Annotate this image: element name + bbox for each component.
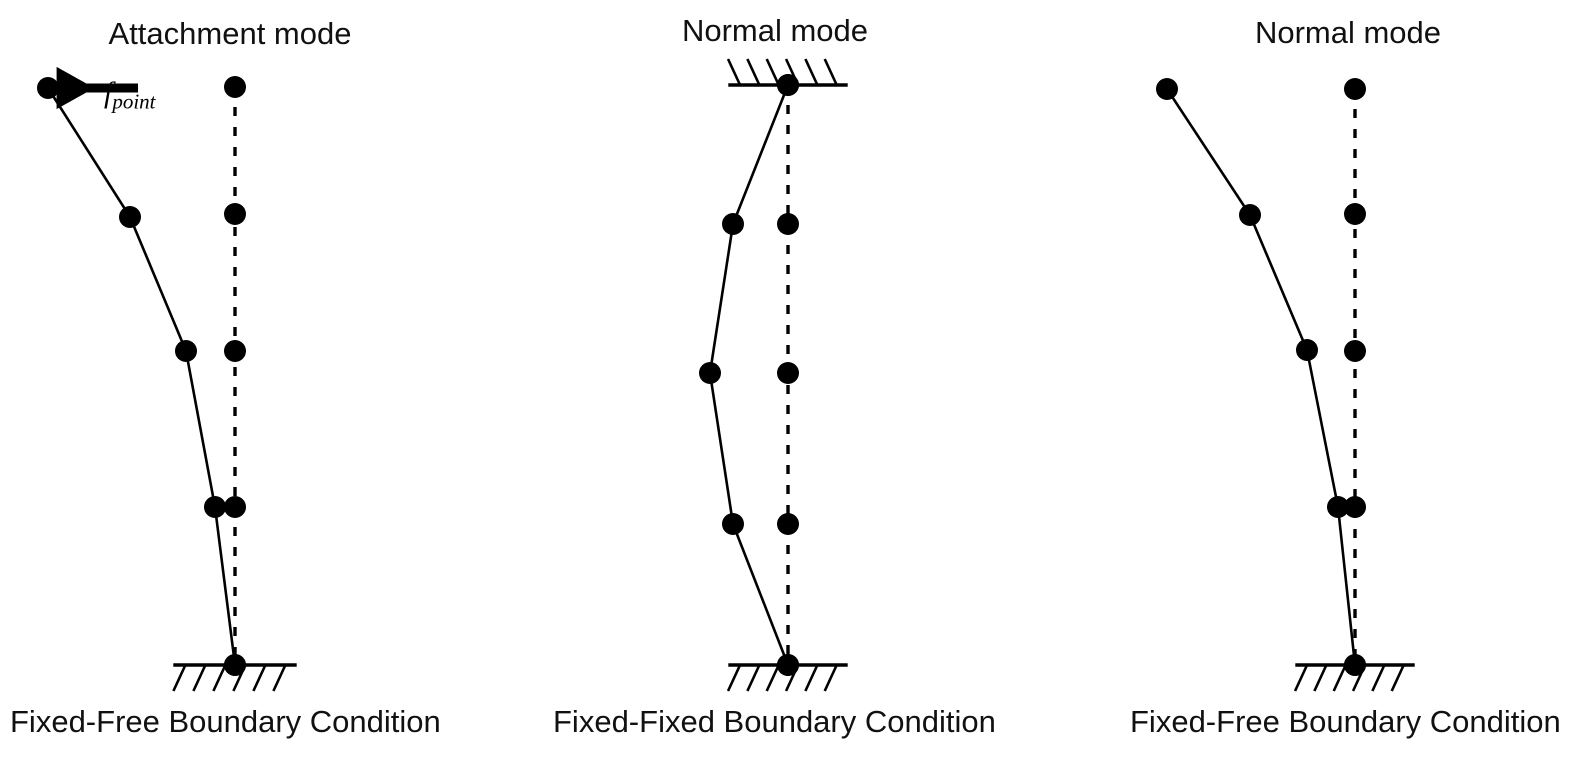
support-hatch-tick (726, 664, 742, 692)
deformed-node (1344, 654, 1366, 676)
reference-node (1344, 78, 1366, 100)
support-hatch-tick (1293, 664, 1309, 692)
deformed-node (37, 77, 59, 99)
panel-normal-mode-fixed-fixed (699, 58, 848, 692)
deformed-node (175, 340, 197, 362)
support-hatch-tick (1332, 664, 1347, 692)
support-hatch-tick (192, 664, 207, 692)
force-label-symbol: f (104, 76, 113, 109)
deformed-node (1327, 496, 1349, 518)
reference-node (777, 362, 799, 384)
support-hatch-tick (804, 58, 819, 86)
panel-caption: Fixed-Free Boundary Condition (1130, 704, 1561, 739)
support-hatch-tick (746, 664, 761, 692)
panel-attachment-mode (37, 66, 297, 692)
panel-title: Normal mode (1254, 15, 1442, 50)
deformed-node (1156, 78, 1178, 100)
reference-node (777, 513, 799, 535)
support-hatch-tick (746, 58, 761, 86)
support-hatch-tick (1313, 664, 1328, 692)
deformed-node (777, 654, 799, 676)
reference-node (224, 340, 246, 362)
support-hatch-tick (804, 664, 819, 692)
panel-title: Attachment mode (108, 16, 352, 51)
support-hatch-tick (252, 664, 267, 692)
panel-title: Normal mode (681, 13, 869, 48)
support-hatch-tick (1371, 664, 1386, 692)
deformed-node (722, 513, 744, 535)
reference-node (1344, 340, 1366, 362)
reference-node (1344, 496, 1366, 518)
support-hatch-tick (726, 58, 742, 86)
support-hatch-tick (765, 58, 780, 86)
support-hatch-tick (1390, 664, 1405, 692)
deformed-node (224, 654, 246, 676)
reference-node (224, 76, 246, 98)
deformed-shape-polyline (1165, 87, 1357, 667)
force-label-subscript: point (112, 89, 156, 114)
reference-node (777, 213, 799, 235)
deformed-node (119, 206, 141, 228)
panel-caption: Fixed-Fixed Boundary Condition (553, 704, 996, 739)
deformed-node (777, 74, 799, 96)
support-hatch-tick (172, 664, 187, 692)
reference-node (1344, 203, 1366, 225)
deformed-shape-polyline (46, 86, 237, 667)
deformed-node (722, 213, 744, 235)
deformed-node (1296, 339, 1318, 361)
panel-normal-mode-fixed-free (1156, 78, 1415, 692)
deformed-node (1239, 204, 1261, 226)
support-hatch-tick (272, 664, 287, 692)
support-hatch-tick (823, 58, 838, 86)
support-hatch-tick (765, 664, 780, 692)
reference-node (224, 496, 246, 518)
support-hatch-tick (823, 664, 838, 692)
panel-caption: Fixed-Free Boundary Condition (10, 704, 441, 739)
deformed-node (204, 496, 226, 518)
deformed-shape-polyline (708, 83, 790, 667)
force-label: fpoint (104, 78, 156, 112)
support-hatch-tick (212, 664, 227, 692)
deformed-node (699, 362, 721, 384)
reference-node (224, 203, 246, 225)
